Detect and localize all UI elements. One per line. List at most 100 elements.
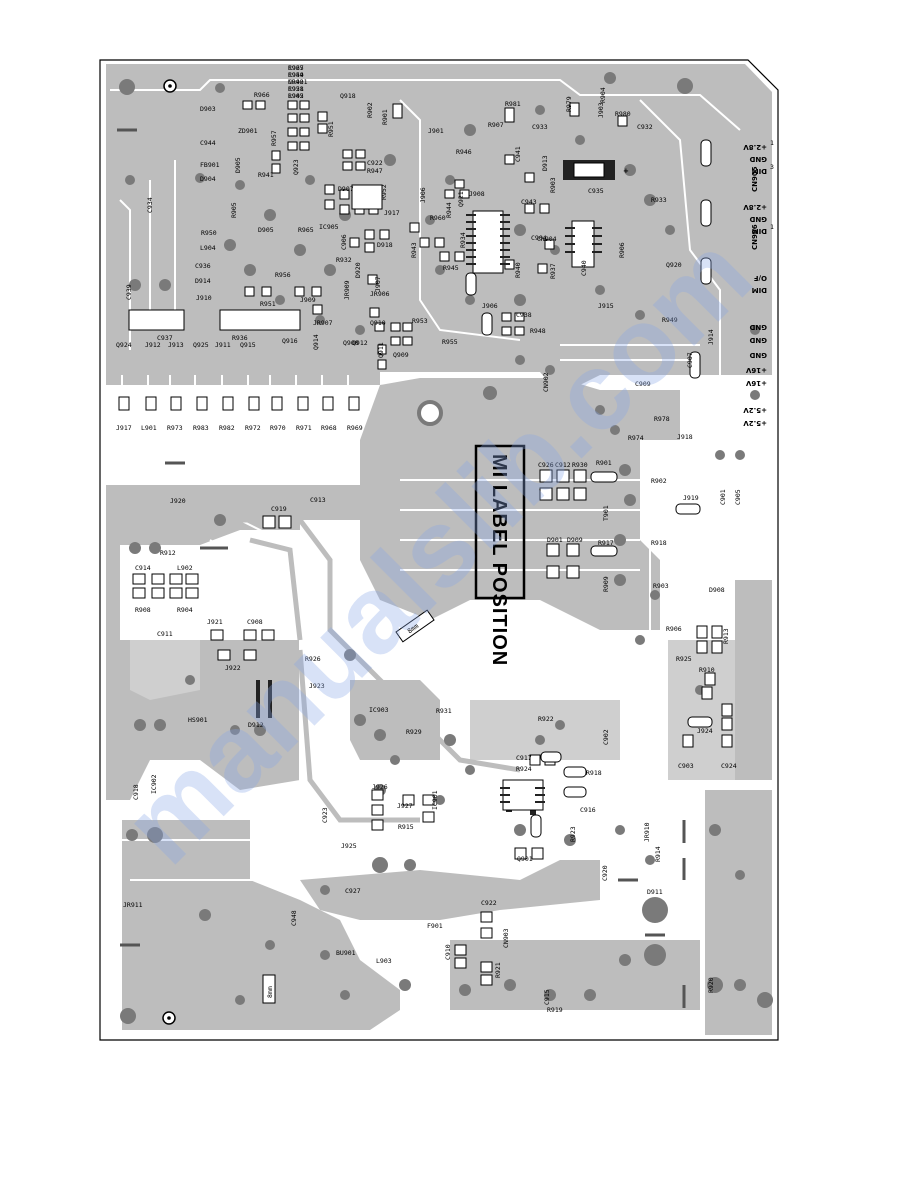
component-label: D909 [567, 536, 583, 544]
component-label: Q923 [292, 159, 300, 175]
component-label: R960 [430, 214, 446, 222]
component-label: R970 [270, 424, 286, 432]
cn905-pin-3-pin-number: 3 [770, 163, 774, 171]
component-label: L904 [200, 244, 216, 252]
component-label: R981 [505, 100, 521, 108]
component-label: R918 [651, 539, 667, 547]
component-label: Q908 [343, 339, 359, 347]
component-label: C918 [132, 784, 140, 800]
component-label: Q915 [240, 341, 256, 349]
component-label: C944 [200, 139, 216, 147]
component-label: R942 [288, 92, 304, 100]
component-label: J908 [469, 190, 485, 198]
component-label: C932 [637, 123, 653, 131]
component-label: Q914 [312, 334, 320, 350]
component-label: J919 [683, 494, 699, 502]
ic-pins [466, 214, 602, 803]
component-label: D908 [709, 586, 725, 594]
component-label: R901 [381, 109, 389, 125]
component-label: Q901 [517, 855, 533, 863]
cn905-title: CN905 [751, 166, 759, 192]
component-label: R930 [572, 461, 588, 469]
component-label: R937 [549, 263, 557, 279]
component-label: IC905 [319, 223, 339, 231]
component-label: J918 [677, 433, 693, 441]
component-label: R932 [336, 256, 352, 264]
component-label: R951 [327, 121, 335, 137]
component-label: C906 [340, 234, 348, 250]
component-label: C941 [514, 146, 522, 162]
component-label: R983 [193, 424, 209, 432]
component-label: D907 [338, 185, 354, 193]
component-label: J922 [225, 664, 241, 672]
dash-marks [117, 128, 686, 1008]
component-label: R952 [380, 184, 388, 200]
component-label: R980 [615, 110, 631, 118]
component-label: R929 [406, 728, 422, 736]
component-label: C924 [721, 762, 737, 770]
component-label: L905 [288, 92, 304, 100]
component-label: R956 [275, 271, 291, 279]
component-label: R906 [618, 242, 626, 258]
component-label: J927 [397, 802, 413, 810]
component-label: C916 [580, 806, 596, 814]
component-label: R936 [232, 334, 248, 342]
component-label: J910 [196, 294, 212, 302]
component-label: ZD901 [238, 127, 258, 135]
component-label: F901 [427, 922, 443, 930]
component-label: J909 [300, 296, 316, 304]
component-label: JR907 [313, 319, 333, 327]
component-label: R948 [530, 327, 546, 335]
component-label: D905 [258, 226, 274, 234]
component-label: C940 [580, 260, 588, 276]
component-label: R902 [651, 477, 667, 485]
cn-16v-1: +16V [745, 366, 767, 374]
component-label: Q912 [352, 339, 368, 347]
component-label: J917 [384, 209, 400, 217]
component-label: J923 [309, 682, 325, 690]
component-label: C901 [719, 489, 727, 505]
component-label: Q921 [457, 191, 465, 207]
component-label: R925 [676, 655, 692, 663]
component-label: D918 [377, 241, 393, 249]
component-label: R949 [662, 316, 678, 324]
cn906-pin-3: DIM [752, 227, 767, 235]
component-label: R903 [549, 177, 557, 193]
component-label: R921 [494, 962, 502, 978]
component-label: D920 [354, 262, 362, 278]
component-label: J913 [168, 341, 184, 349]
component-label: IC901 [431, 790, 439, 810]
component-label: R917 [598, 539, 614, 547]
component-label: JR910 [643, 822, 651, 842]
component-label: IC902 [150, 774, 158, 794]
component-label: C908 [247, 618, 263, 626]
component-label: C910 [444, 944, 452, 960]
component-label: Q924 [116, 341, 132, 349]
dimension-markers: 8mm 8mm [262, 609, 435, 1004]
component-label: R945 [443, 264, 459, 272]
component-label: J920 [170, 497, 186, 505]
component-label: R924 [516, 765, 532, 773]
cn905-pin-1-pin-number: 1 [770, 139, 774, 147]
fb901-body [573, 162, 605, 178]
component-label: R915 [398, 823, 414, 831]
component-label: R971 [296, 424, 312, 432]
component-label: J917 [116, 424, 132, 432]
component-label: C925 [288, 64, 304, 72]
cn-gnd-3: GND [749, 351, 767, 359]
smd-components [118, 100, 733, 986]
track-gaps [110, 79, 741, 881]
component-label: CN902 [542, 372, 550, 392]
ic-outlines [128, 184, 595, 811]
component-label: J906 [482, 302, 498, 310]
component-label: C917 [516, 754, 532, 762]
component-label: R944 [445, 202, 453, 218]
cn-5v-1: +5.2V [743, 406, 767, 414]
component-label: C943 [521, 198, 537, 206]
component-label: R972 [245, 424, 261, 432]
component-label: L901 [141, 424, 157, 432]
component-label: C913 [310, 496, 326, 504]
mi-label-box: MI LABEL POSITION [474, 444, 526, 666]
cn-gnd-2: GND [749, 336, 767, 344]
